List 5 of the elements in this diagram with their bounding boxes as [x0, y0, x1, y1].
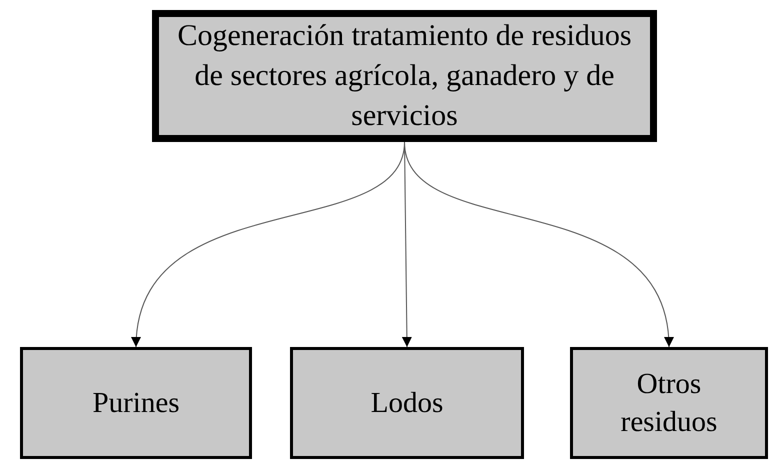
- process-box: Cogeneración tratamiento de residuos de sectores agrícola, ganadero y de servicios: [152, 10, 657, 142]
- process-box: Purines: [20, 347, 252, 459]
- arrow: [404, 142, 673, 348]
- process-box: Lodos: [290, 347, 524, 459]
- process-box: Otros residuos: [570, 347, 768, 459]
